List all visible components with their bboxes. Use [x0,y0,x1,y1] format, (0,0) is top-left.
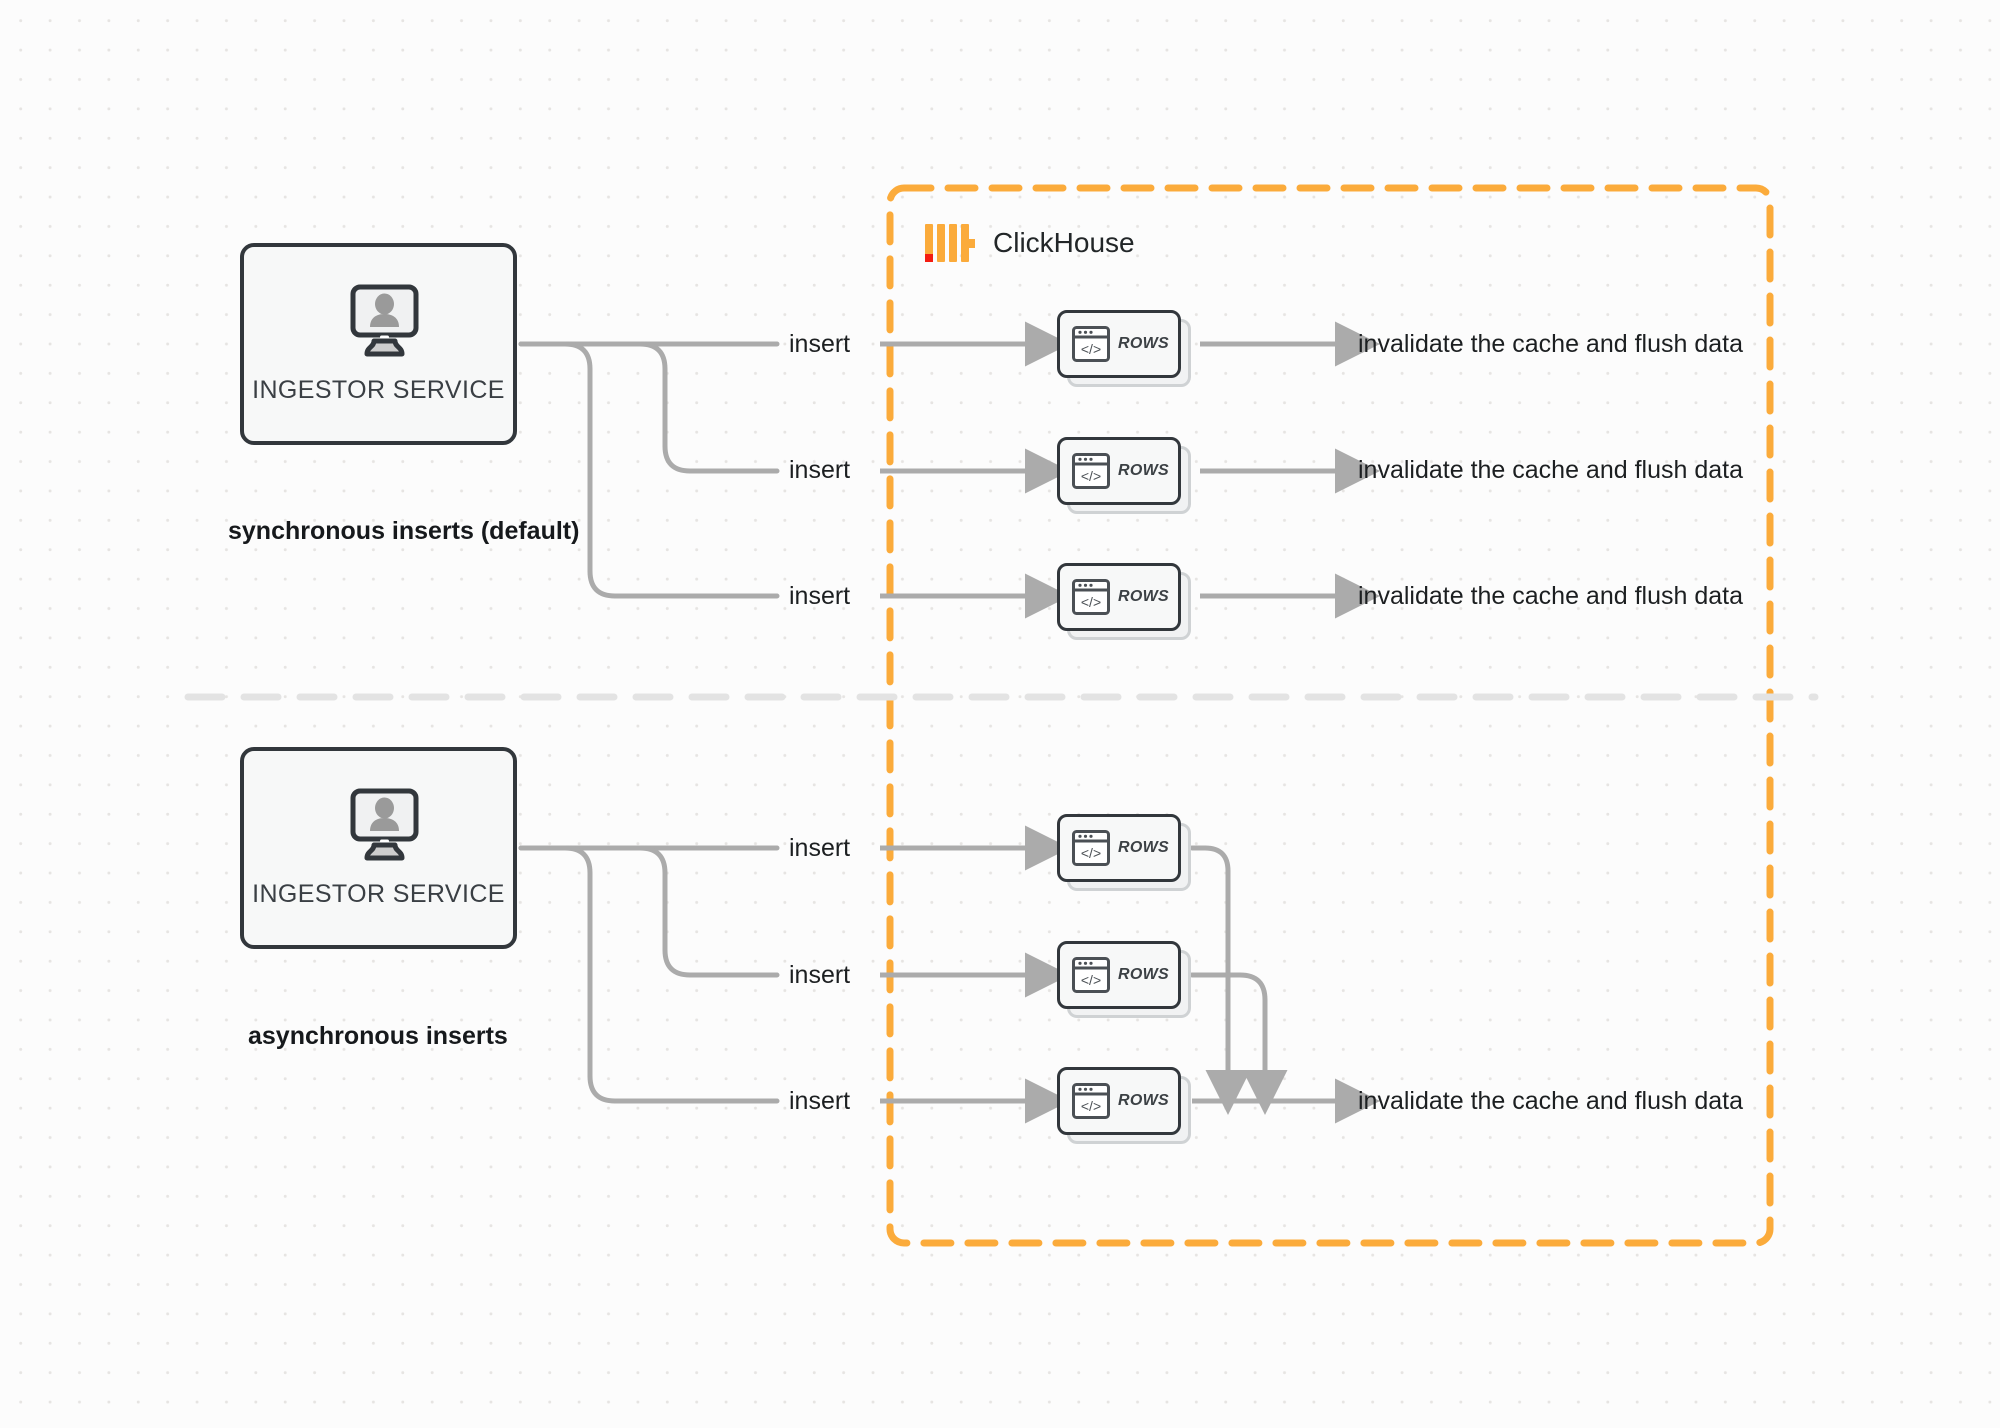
clickhouse-brand: ClickHouse [925,224,1135,262]
async-connector-branch-2 [587,845,780,978]
svg-text:</>: </> [1081,845,1101,861]
result-label-sync-2: invalidate the cache and flush data [1358,456,1743,484]
rows-card-label-async-1: ROWS [1118,839,1169,856]
insert-label-async-1: insert [789,834,851,862]
rows-card-async-2[interactable]: </> ROWS [1057,941,1191,1018]
ingestor-service-node-sync[interactable]: INGESTOR SERVICE [240,243,517,445]
code-window-icon: </> [1072,1083,1110,1119]
svg-text:</>: </> [1081,1098,1101,1114]
section-caption-sync: synchronous inserts (default) [228,517,580,545]
result-label-async: invalidate the cache and flush data [1358,1087,1743,1115]
rows-card-async-1[interactable]: </> ROWS [1057,814,1191,891]
code-window-icon: </> [1072,453,1110,489]
svg-text:</>: </> [1081,594,1101,610]
ingestor-service-node-async[interactable]: INGESTOR SERVICE [240,747,517,949]
async-merge-drop-1 [1189,845,1251,1115]
sync-connector-branch-2 [587,341,780,474]
async-connector-branch-3 [518,845,780,1104]
insert-label-async-3: insert [789,1087,851,1115]
rows-card-sync-1[interactable]: </> ROWS [1057,310,1191,387]
monitor-user-icon [350,284,418,356]
code-window-icon: </> [1072,579,1110,615]
rows-card-label-sync-3: ROWS [1118,588,1169,605]
async-merge-drop-2 [1189,972,1288,1115]
result-label-sync-1: invalidate the cache and flush data [1358,330,1743,358]
rows-card-label-sync-1: ROWS [1118,335,1169,352]
svg-text:</>: </> [1081,468,1101,484]
clickhouse-logo [925,224,975,262]
insert-label-sync-1: insert [789,330,851,358]
clickhouse-brand-name: ClickHouse [993,227,1135,258]
rows-card-label-async-2: ROWS [1118,966,1169,983]
rows-card-sync-2[interactable]: </> ROWS [1057,437,1191,514]
svg-text:</>: </> [1081,972,1101,988]
ingestor-service-label-async: INGESTOR SERVICE [252,879,505,908]
rows-card-label-async-3: ROWS [1118,1092,1169,1109]
monitor-user-icon [350,788,418,860]
rows-card-sync-3[interactable]: </> ROWS [1057,563,1191,640]
code-window-icon: </> [1072,957,1110,993]
rows-card-label-sync-2: ROWS [1118,462,1169,479]
code-window-icon: </> [1072,326,1110,362]
rows-card-async-3[interactable]: </> ROWS [1057,1067,1191,1144]
sync-connector-branch-3 [518,341,780,599]
svg-text:</>: </> [1081,341,1101,357]
insert-label-sync-3: insert [789,582,851,610]
code-window-icon: </> [1072,830,1110,866]
ingestor-service-label-sync: INGESTOR SERVICE [252,375,505,404]
insert-label-async-2: insert [789,961,851,989]
result-label-sync-3: invalidate the cache and flush data [1358,582,1743,610]
insert-label-sync-2: insert [789,456,851,484]
section-caption-async: asynchronous inserts [248,1022,508,1050]
